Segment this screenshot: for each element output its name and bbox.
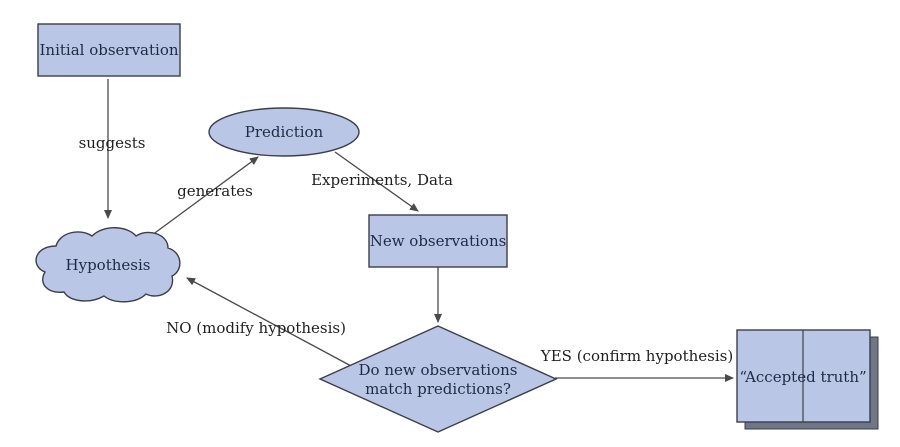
initial-observation-node: Initial observation	[37, 23, 181, 77]
new-observations-node: New observations	[368, 214, 508, 268]
decision-text-line2: match predictions?	[365, 380, 511, 398]
decision-node: Do new observations match predictions?	[318, 325, 558, 433]
hypothesis-text: Hypothesis	[66, 256, 151, 274]
initial-observation-text: Initial observation	[39, 41, 178, 59]
yes-confirm-label: YES (confirm hypothesis)	[540, 347, 733, 365]
generates-label: generates	[177, 182, 253, 200]
no-modify-label: NO (modify hypothesis)	[166, 319, 346, 337]
accepted-truth-text: “Accepted truth”	[739, 368, 866, 386]
prediction-text: Prediction	[245, 123, 324, 141]
hypothesis-node: Hypothesis	[35, 227, 181, 303]
experiments-data-arrow	[334, 151, 419, 212]
experiments-data-label: Experiments, Data	[311, 171, 453, 189]
decision-text-line1: Do new observations	[359, 361, 518, 379]
no-modify-arrow	[186, 277, 354, 368]
generates-arrow	[147, 156, 259, 239]
suggests-label: suggests	[79, 134, 146, 152]
prediction-node: Prediction	[208, 107, 360, 157]
new-observations-text: New observations	[370, 232, 507, 250]
accepted-truth-node: “Accepted truth”	[736, 329, 879, 430]
